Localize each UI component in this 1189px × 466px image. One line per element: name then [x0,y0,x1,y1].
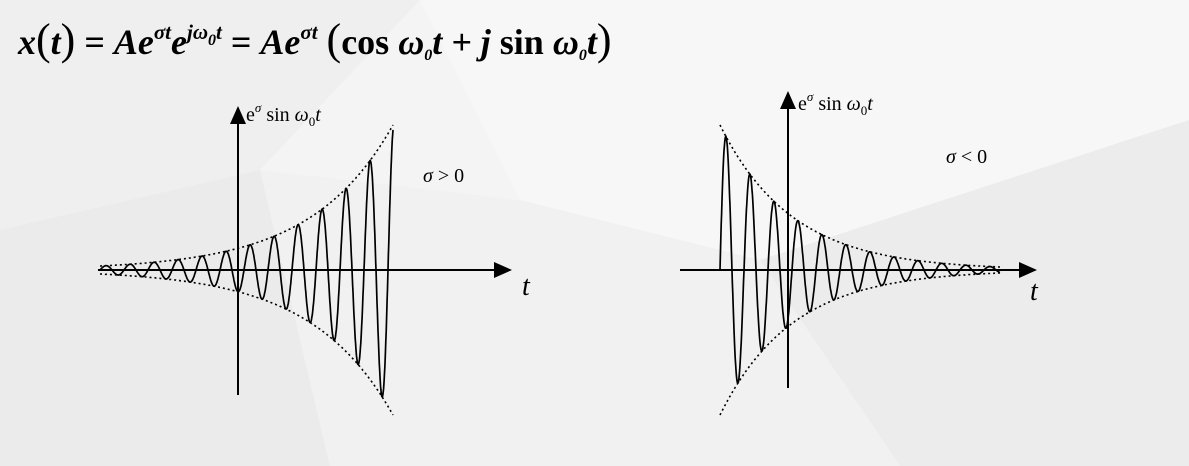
equation-lhs: x(t) [18,15,76,64]
condition-label-right: σ < 0 [946,146,987,168]
equation-middle: Aeσtejω0t [113,20,222,63]
envelope-lower-right [719,272,1000,416]
equation: x(t) = Aeσtejω0t = Aeσt (cos ω0t + j sin… [18,15,612,64]
signal-growing [99,129,394,398]
envelope-lower-left [100,273,394,416]
signal-decaying [719,135,1001,385]
x-axis-label-right: t [1030,276,1039,307]
condition-label-left: σ > 0 [423,165,464,187]
equation-rhs: Aeσt (cos ω0t + j sin ω0t) [260,15,612,64]
x-axis-label-left: t [522,271,531,302]
envelope-upper-left [100,124,394,267]
